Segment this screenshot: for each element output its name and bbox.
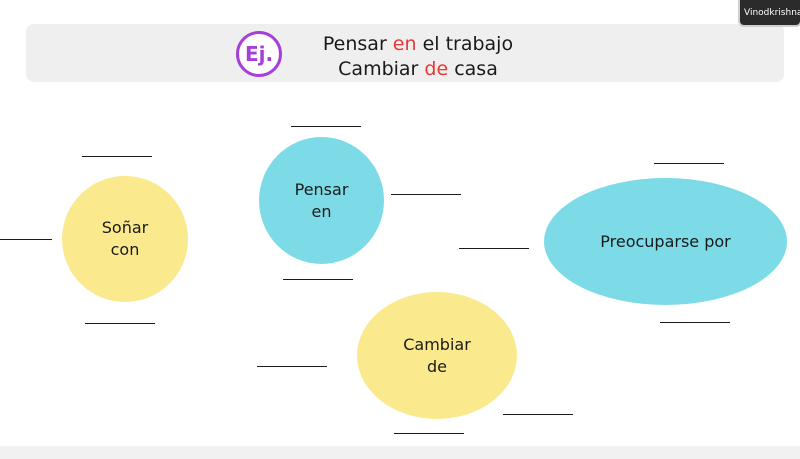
bubble-cambiar-line2: de	[427, 356, 447, 376]
participant-name: Vinodkrishna	[744, 8, 800, 18]
example-header-panel	[26, 24, 784, 82]
bubble-pensar-line1: Pensar	[294, 179, 349, 199]
answer-blank[interactable]	[391, 194, 461, 195]
example-badge: Ej.	[236, 31, 282, 77]
answer-blank[interactable]	[503, 414, 573, 415]
participant-video-tile[interactable]: Vinodkrishna	[738, 0, 800, 27]
bubble-pensar-line2: en	[311, 201, 332, 221]
answer-blank[interactable]	[283, 279, 353, 280]
answer-blank[interactable]	[0, 239, 52, 240]
example-1-preposition: en	[392, 33, 417, 55]
answer-blank[interactable]	[257, 366, 327, 367]
example-line-1: Pensar en el trabajo	[298, 32, 538, 56]
answer-blank[interactable]	[654, 163, 724, 164]
bubble-cambiar-line1: Cambiar	[403, 334, 471, 354]
example-2-verb: Cambiar	[338, 58, 425, 80]
answer-blank[interactable]	[459, 248, 529, 249]
answer-blank[interactable]	[660, 322, 730, 323]
bubble-sonar-line1: Soñar	[101, 218, 149, 237]
bubble-preoc-line1: Preocuparse por	[600, 231, 731, 251]
answer-blank[interactable]	[85, 323, 155, 324]
answer-blank[interactable]	[394, 433, 464, 434]
example-1-verb: Pensar	[322, 33, 393, 55]
answer-blank[interactable]	[82, 156, 152, 157]
answer-blank[interactable]	[291, 126, 361, 127]
example-1-object: el trabajo	[416, 33, 514, 55]
bubble-pensar-en: Pensar en	[259, 137, 384, 264]
bubble-cambiar-de: Cambiar de	[357, 292, 517, 419]
bottom-strip	[0, 446, 800, 459]
example-line-2: Cambiar de casa	[298, 57, 538, 81]
bubble-preocuparse-por: Preocuparse por	[544, 178, 787, 305]
bubble-sonar-con: Soñar con	[62, 176, 188, 302]
example-2-object: casa	[448, 58, 498, 80]
example-2-preposition: de	[424, 58, 449, 80]
bubble-sonar-line2: con	[110, 240, 140, 259]
